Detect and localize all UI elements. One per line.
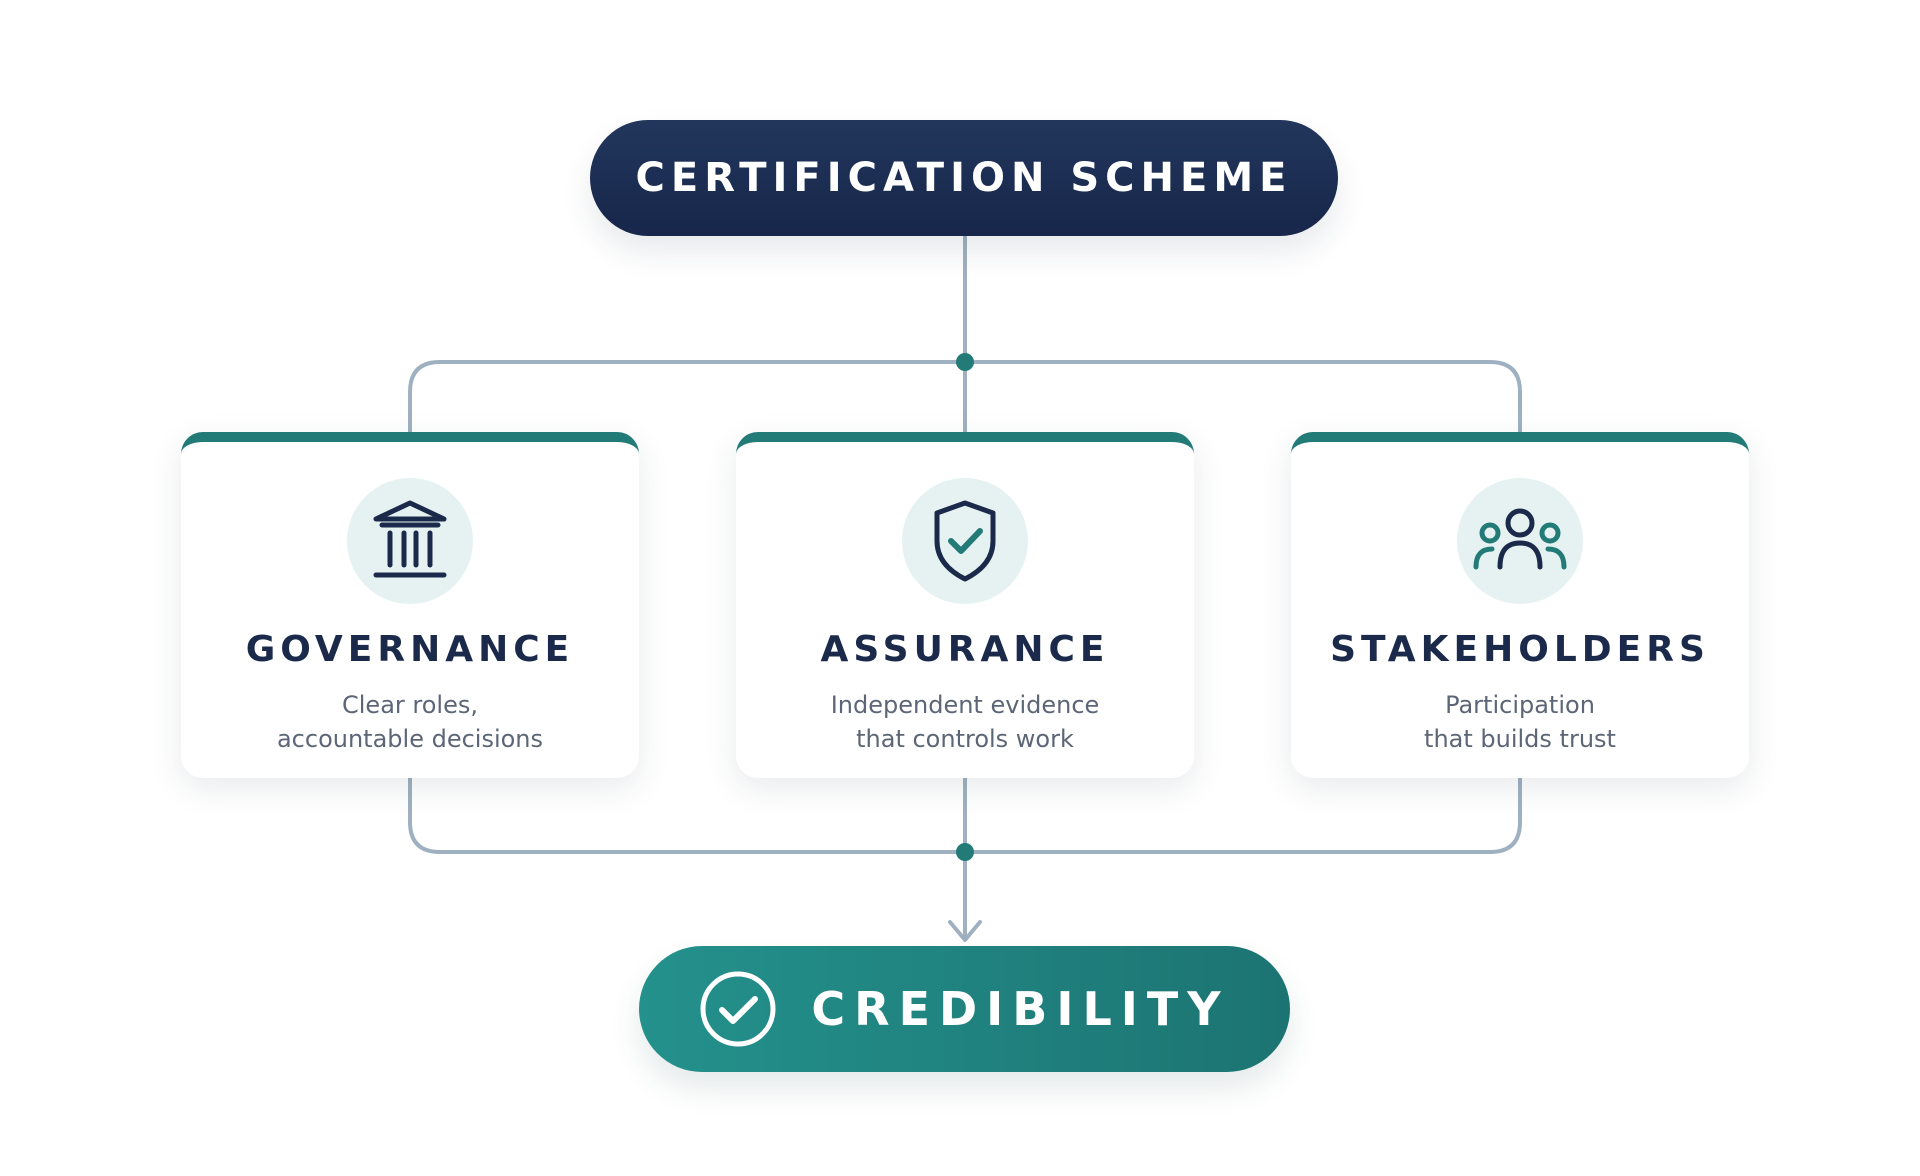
certification-scheme-label: CERTIFICATION SCHEME	[635, 155, 1293, 201]
card-title: ASSURANCE	[820, 629, 1110, 670]
credibility-label: CREDIBILITY	[811, 982, 1230, 1036]
card-description-line: that builds trust	[1424, 725, 1616, 753]
shield-check-icon	[902, 478, 1028, 604]
credibility-node: CREDIBILITY	[639, 946, 1290, 1072]
card-description-line: Independent evidence	[830, 691, 1100, 719]
governance-card: GOVERNANCE Clear roles, accountable deci…	[181, 432, 639, 778]
card-title: GOVERNANCE	[245, 629, 575, 670]
institution-building-icon	[347, 478, 473, 604]
arrow-down-icon	[948, 920, 982, 942]
junction-dot-bottom	[956, 843, 974, 861]
card-title: STAKEHOLDERS	[1330, 629, 1710, 670]
card-description: Independent evidence that controls work	[736, 688, 1194, 756]
card-description: Clear roles, accountable decisions	[181, 688, 639, 756]
people-group-icon	[1457, 478, 1583, 604]
card-description-line: Participation	[1445, 691, 1595, 719]
stakeholders-card: STAKEHOLDERS Participation that builds t…	[1291, 432, 1749, 778]
card-description: Participation that builds trust	[1291, 688, 1749, 756]
check-circle-icon	[700, 971, 776, 1047]
card-description-line: accountable decisions	[276, 725, 544, 753]
assurance-card: ASSURANCE Independent evidence that cont…	[736, 432, 1194, 778]
card-description-line: that controls work	[856, 725, 1074, 753]
card-description-line: Clear roles,	[342, 691, 478, 719]
junction-dot-top	[956, 353, 974, 371]
certification-scheme-node: CERTIFICATION SCHEME	[590, 120, 1338, 236]
